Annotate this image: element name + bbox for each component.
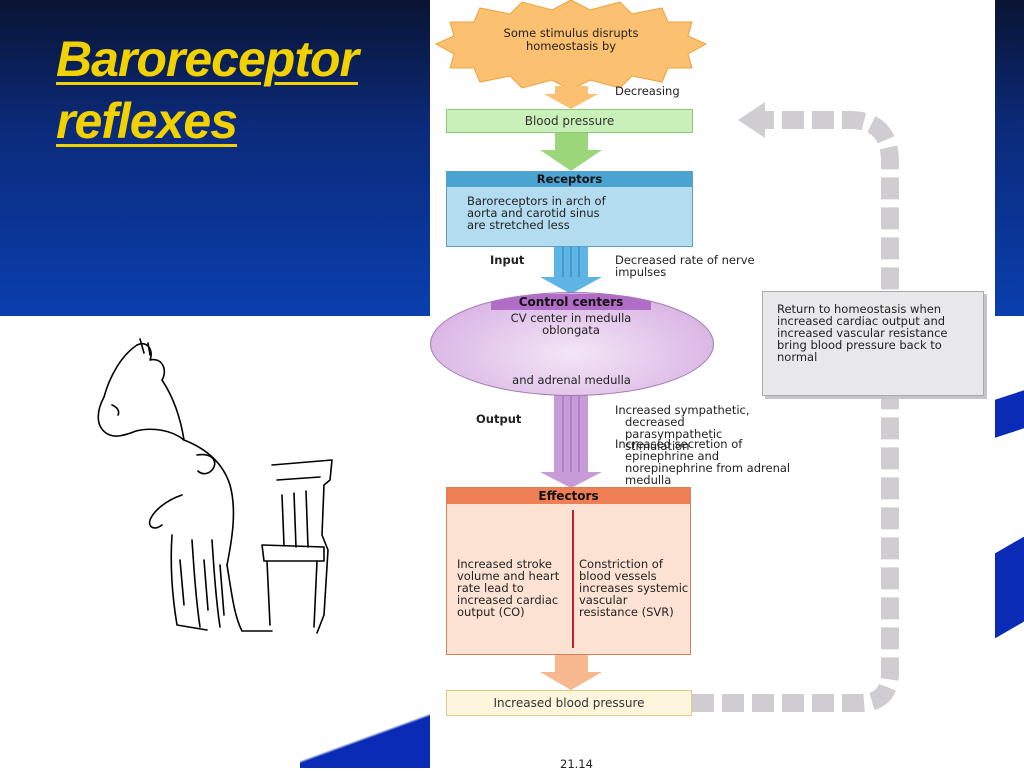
input-text: Decreased rate of nerve impulses xyxy=(615,253,755,279)
decorative-stripe xyxy=(995,390,1024,438)
arrow-to-blood-pressure xyxy=(544,86,598,109)
direction-label: Decreasing xyxy=(615,84,680,98)
effectors-divider xyxy=(572,510,574,648)
effectors-header: Effectors xyxy=(447,488,690,504)
fainting-man-cartoon-illustration xyxy=(97,338,333,634)
input-label: Input xyxy=(490,253,525,267)
feedback-loop-path xyxy=(692,111,899,712)
arrow-to-receptors xyxy=(540,133,602,171)
output-arrow-head xyxy=(540,472,602,488)
input-arrow-head xyxy=(540,277,602,294)
output-text-line2: decreased parasympathetic stimulation xyxy=(625,415,723,453)
output-text-line3: Increased secretion of xyxy=(615,437,743,451)
effectors-right-text: Constriction of blood vessels increases … xyxy=(579,557,689,619)
blood-pressure-box: Blood pressure xyxy=(446,109,693,133)
figure-number: 21.14 xyxy=(560,757,593,771)
arrow-to-result xyxy=(540,655,602,690)
effectors-left-text: Increased stroke volume and heart rate l… xyxy=(457,557,560,619)
effectors-box: Effectors Increased stroke volume and he… xyxy=(446,487,691,655)
return-to-homeostasis-text: Return to homeostasis when increased car… xyxy=(777,302,948,364)
diagram-panel: Some stimulus disrupts homeostasis by De… xyxy=(430,0,995,771)
receptors-text: Baroreceptors in arch of aorta and carot… xyxy=(467,194,606,232)
control-centers-footer: and adrenal medulla xyxy=(512,373,631,387)
control-centers-text: CV center in medulla oblongata xyxy=(510,311,632,337)
control-centers-header: Control centers xyxy=(491,294,651,310)
stimulus-text: Some stimulus disrupts homeostasis by xyxy=(503,26,639,53)
control-centers-ellipse: Control centers CV center in medulla obl… xyxy=(430,292,714,396)
return-to-homeostasis-box: Return to homeostasis when increased car… xyxy=(762,291,984,396)
decorative-stripe xyxy=(995,536,1024,639)
receptors-header: Receptors xyxy=(447,172,692,187)
increased-blood-pressure-box: Increased blood pressure xyxy=(446,690,692,716)
feedback-arrow-head xyxy=(738,102,765,138)
output-text-line4: epinephrine and norepinephrine from adre… xyxy=(625,449,791,487)
output-label: Output xyxy=(476,412,522,426)
slide-title: Baroreceptor reflexes xyxy=(56,31,359,149)
output-text-line1: Increased sympathetic, xyxy=(615,403,750,417)
receptors-box: Receptors Baroreceptors in arch of aorta… xyxy=(446,171,693,247)
